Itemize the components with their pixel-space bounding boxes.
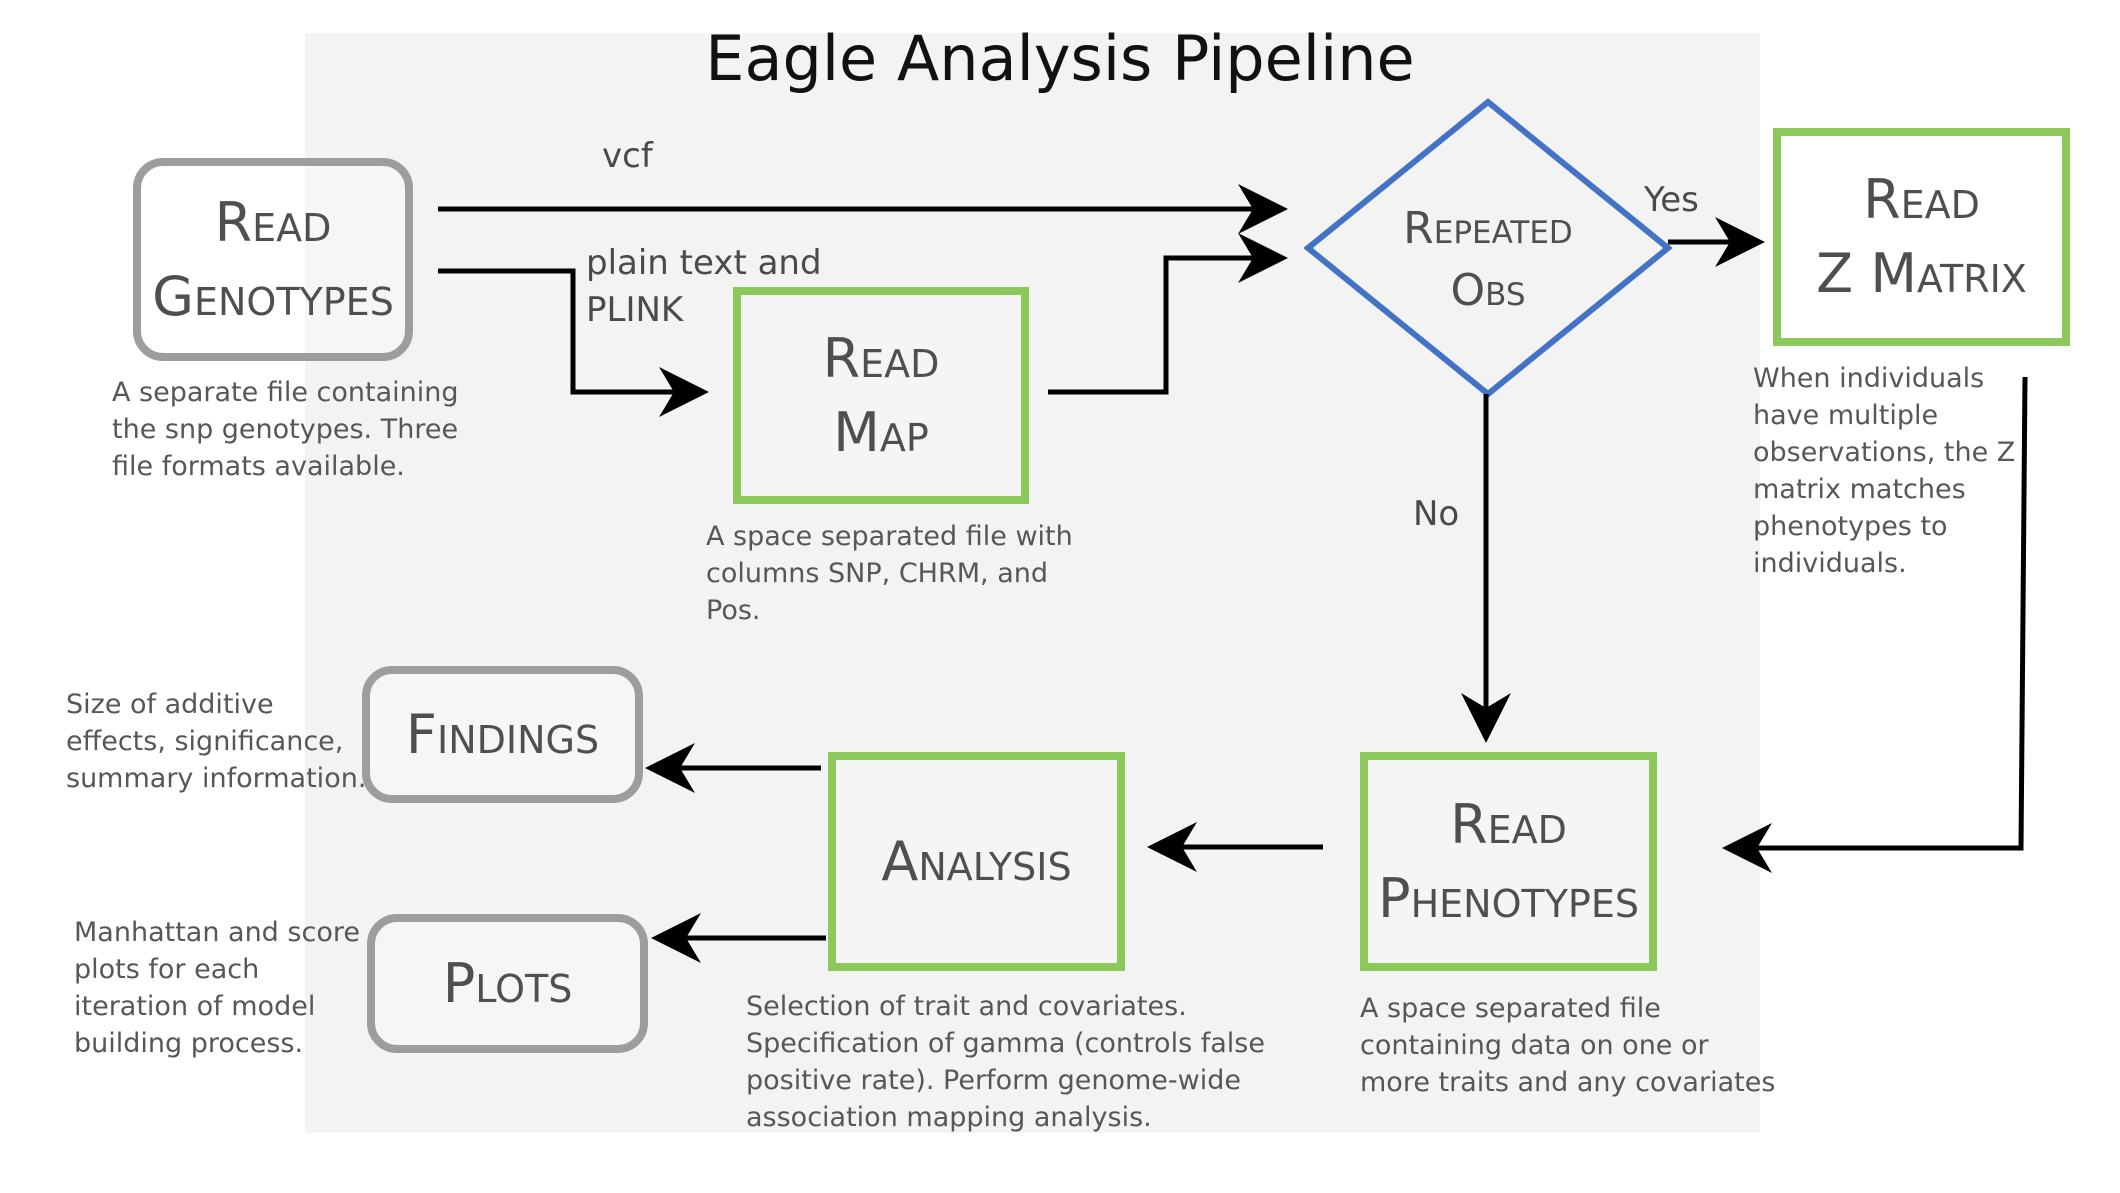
- edge-label-plain-text: plain text and PLINK: [586, 240, 822, 334]
- edge-label-yes: Yes: [1644, 180, 1699, 220]
- description-line: have multiple: [1753, 400, 1939, 431]
- node-label: Read: [214, 190, 332, 254]
- node-label: Plots: [442, 951, 573, 1015]
- edge-label-line: PLINK: [586, 290, 684, 330]
- node-label: Read: [1450, 792, 1567, 856]
- description-line: When individuals: [1753, 363, 1985, 394]
- read-z-matrix-description: When individuals have multiple observati…: [1753, 360, 2015, 582]
- description-line: file formats available.: [112, 451, 405, 482]
- description-line: the snp genotypes. Three: [112, 414, 459, 445]
- description-line: effects, significance,: [66, 726, 344, 757]
- edge-label-vcf: vcf: [602, 136, 653, 176]
- node-label: Z Matrix: [1816, 242, 2027, 305]
- description-line: matrix matches: [1753, 474, 1966, 505]
- analysis-node: Analysis: [828, 752, 1125, 971]
- plots-node: Plots: [367, 914, 648, 1053]
- description-line: A separate file containing: [112, 377, 459, 408]
- node-label: Analysis: [881, 829, 1072, 893]
- node-label: Read: [1863, 168, 1980, 231]
- node-label: Obs: [1450, 265, 1526, 316]
- findings-description: Size of additive effects, significance, …: [66, 686, 366, 797]
- description-line: containing data on one or: [1360, 1030, 1709, 1061]
- description-line: A space separated file with: [706, 521, 1073, 552]
- description-line: A space separated file: [1360, 993, 1661, 1024]
- arrow-plain-text: [438, 268, 709, 417]
- description-line: Size of additive: [66, 689, 274, 720]
- read-z-matrix-node: Read Z Matrix: [1773, 128, 2070, 346]
- read-genotypes-description: A separate file containing the snp genot…: [112, 374, 459, 485]
- description-line: more traits and any covariates: [1360, 1067, 1776, 1098]
- arrow-z-to-phenotypes: [1722, 376, 2028, 873]
- description-line: Pos.: [706, 595, 761, 626]
- edge-label-no: No: [1413, 494, 1460, 534]
- findings-node: Findings: [362, 666, 643, 803]
- description-line: plots for each: [74, 954, 260, 985]
- read-phenotypes-node: Read Phenotypes: [1360, 752, 1657, 971]
- node-label: Findings: [405, 702, 600, 766]
- node-label: Genotypes: [152, 264, 394, 328]
- repeated-obs-node: Repeated Obs: [1358, 190, 1618, 330]
- description-line: Manhattan and score: [74, 917, 360, 948]
- edge-label-line: plain text and: [586, 243, 822, 283]
- eagle-background-image: [305, 33, 1760, 1133]
- read-map-description: A space separated file with columns SNP,…: [706, 518, 1073, 629]
- description-line: Selection of trait and covariates.: [746, 991, 1187, 1022]
- plots-description: Manhattan and score plots for each itera…: [74, 914, 360, 1062]
- read-genotypes-node: Read Genotypes: [133, 158, 413, 361]
- node-label: Phenotypes: [1378, 866, 1639, 930]
- analysis-description: Selection of trait and covariates. Speci…: [746, 988, 1265, 1136]
- description-line: individuals.: [1753, 548, 1907, 579]
- description-line: Specification of gamma (controls false: [746, 1028, 1265, 1059]
- node-label: Map: [833, 400, 929, 464]
- description-line: building process.: [74, 1028, 304, 1059]
- description-line: observations, the Z: [1753, 437, 2016, 468]
- node-label: Repeated: [1403, 203, 1573, 254]
- description-line: columns SNP, CHRM, and: [706, 558, 1048, 589]
- description-line: iteration of model: [74, 991, 316, 1022]
- read-phenotypes-description: A space separated file containing data o…: [1360, 990, 1775, 1101]
- node-label: Read: [822, 326, 940, 390]
- description-line: summary information.: [66, 763, 367, 794]
- read-map-node: Read Map: [733, 287, 1029, 504]
- diagram-title: Eagle Analysis Pipeline: [705, 22, 1415, 95]
- description-line: positive rate). Perform genome-wide: [746, 1065, 1241, 1096]
- description-line: association mapping analysis.: [746, 1102, 1152, 1133]
- description-line: phenotypes to: [1753, 511, 1948, 542]
- arrow-map-to-repeated: [1048, 233, 1288, 395]
